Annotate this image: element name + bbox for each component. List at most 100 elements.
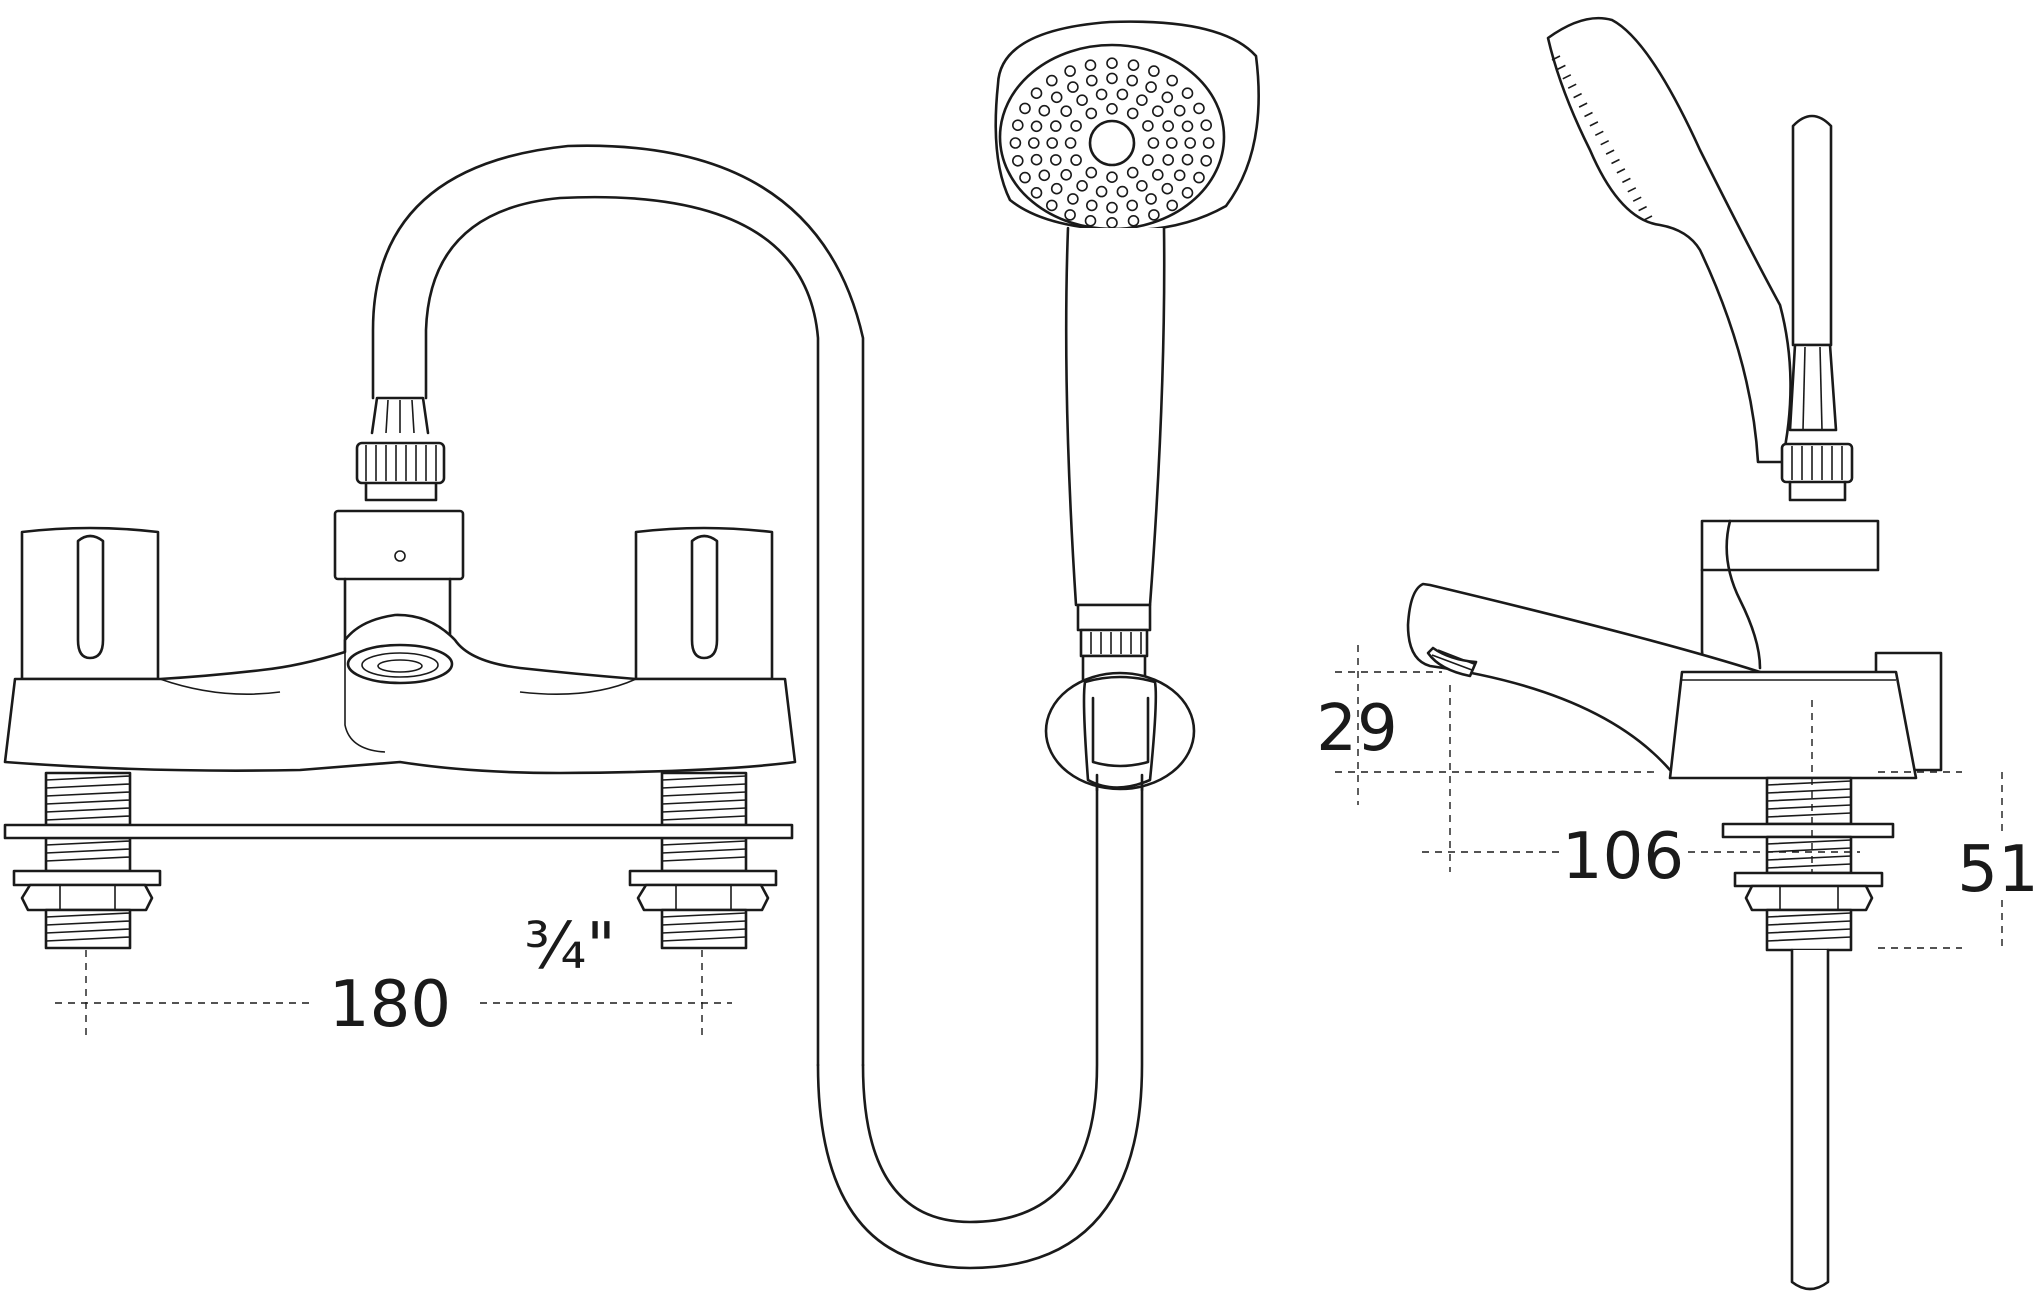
nozzle	[1106, 57, 1118, 70]
nozzle	[1019, 171, 1031, 184]
nozzle-tick	[1622, 177, 1631, 184]
nozzle	[1147, 137, 1160, 149]
nozzle	[1046, 74, 1058, 87]
handset-side	[1546, 16, 1792, 464]
thread-size-label: ¾"	[524, 910, 615, 984]
riser-rod	[1791, 114, 1833, 347]
nozzle	[1106, 103, 1118, 115]
nozzle-tick	[1584, 111, 1593, 118]
hose-connector	[355, 396, 446, 502]
nozzle	[1086, 74, 1098, 87]
nozzle	[1148, 209, 1160, 221]
spout-height-label: 29	[1316, 692, 1397, 766]
nozzle-tick	[1627, 187, 1637, 193]
nozzle	[1060, 169, 1072, 181]
nozzle	[1126, 107, 1139, 120]
nozzle	[1181, 187, 1194, 199]
spout-height-dimension: 29	[1316, 645, 1655, 805]
nozzle	[1084, 59, 1097, 71]
nozzle	[1085, 107, 1098, 120]
nozzle	[1070, 120, 1082, 132]
diverter-block	[333, 509, 465, 581]
nozzle	[1162, 120, 1174, 132]
nozzle	[1142, 154, 1154, 166]
deck-height-dimension: 51	[1878, 771, 2037, 949]
nozzle	[1030, 120, 1043, 133]
nozzle-tick	[1578, 102, 1588, 108]
nozzle	[1184, 137, 1196, 149]
nozzle	[1181, 87, 1194, 99]
spray-nozzles	[1009, 57, 1215, 229]
spout-aerator	[346, 643, 454, 685]
nozzle	[1050, 120, 1062, 132]
centres-dimension-label: 180	[329, 968, 451, 1042]
nozzle	[1064, 137, 1077, 149]
nozzle	[1076, 94, 1088, 106]
nozzle	[1193, 102, 1205, 115]
nozzle	[1152, 105, 1164, 117]
nozzle	[1060, 105, 1072, 117]
nozzle	[1019, 102, 1031, 115]
nozzle	[1095, 88, 1108, 101]
left-handle	[20, 526, 160, 681]
nozzle-tick	[1611, 158, 1620, 165]
side-view-mixer: 29 106 51	[1316, 16, 2037, 1291]
nozzle-tick	[1573, 92, 1582, 99]
shower-handset	[994, 20, 1260, 697]
nozzle	[1145, 193, 1157, 205]
deck-height-label: 51	[1957, 833, 2037, 907]
nozzle	[1161, 91, 1174, 104]
handset-handle	[1064, 226, 1166, 607]
spout-reach-label: 106	[1562, 820, 1684, 894]
nozzle	[1106, 72, 1118, 85]
nozzle	[1181, 153, 1194, 166]
nozzle	[1050, 91, 1063, 104]
nozzle	[1009, 137, 1022, 149]
nozzle	[1166, 74, 1178, 87]
nozzle	[1067, 193, 1079, 205]
nozzle	[1106, 171, 1118, 183]
nozzle	[1127, 59, 1140, 71]
nozzle	[1166, 199, 1178, 212]
nozzle	[1126, 74, 1138, 87]
nozzle	[1126, 199, 1138, 212]
nozzle	[1028, 137, 1040, 149]
nozzle	[1173, 169, 1186, 182]
mixer-body	[3, 613, 797, 775]
nozzle	[1030, 87, 1043, 99]
nozzle	[1011, 119, 1024, 131]
nozzle	[1162, 154, 1174, 166]
nozzle	[1070, 154, 1082, 166]
left-tail-thread	[12, 771, 162, 950]
nozzle	[1173, 104, 1186, 117]
nozzle-tick	[1616, 168, 1626, 174]
right-handle	[634, 526, 774, 681]
nozzle	[1145, 81, 1157, 93]
nozzle	[1086, 199, 1098, 212]
nozzle	[1127, 215, 1140, 227]
nozzle	[1200, 155, 1212, 167]
handset-side-nozzles	[1551, 55, 1653, 221]
nozzle	[1202, 137, 1215, 149]
nozzle	[1064, 65, 1076, 77]
front-view-mixer: 180 ¾"	[3, 396, 797, 1042]
nozzle-tick	[1562, 74, 1572, 80]
wall-bracket	[1044, 671, 1196, 792]
nozzle-tick	[1605, 149, 1615, 155]
nozzle	[1161, 182, 1174, 195]
nozzle	[1085, 166, 1098, 179]
nozzle	[1136, 94, 1148, 106]
nozzle	[1030, 153, 1043, 166]
nozzle	[1152, 169, 1164, 181]
nozzle	[1148, 65, 1160, 77]
nozzle	[1116, 88, 1129, 101]
nozzle	[1038, 104, 1051, 117]
nozzle-tick	[1557, 64, 1566, 71]
nozzle	[1011, 155, 1024, 167]
nozzle	[1050, 154, 1062, 166]
deck-plate	[3, 823, 794, 840]
nozzle	[1064, 209, 1076, 221]
nozzle-tick	[1600, 139, 1610, 146]
nozzle-tick	[1567, 83, 1577, 89]
nozzle	[1136, 180, 1148, 192]
